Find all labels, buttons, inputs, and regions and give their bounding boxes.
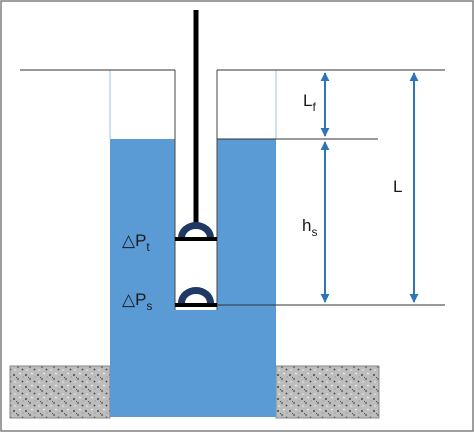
ps-label: △Ps	[122, 290, 152, 313]
top-piston	[175, 222, 217, 241]
ground-left	[9, 365, 111, 419]
l-label: L	[393, 177, 402, 196]
pt-label: △Pt	[122, 231, 150, 254]
lf-label: Lf	[303, 91, 316, 114]
hs-label: hs	[302, 216, 317, 239]
ground-right	[275, 365, 380, 419]
bottom-piston	[175, 287, 217, 307]
